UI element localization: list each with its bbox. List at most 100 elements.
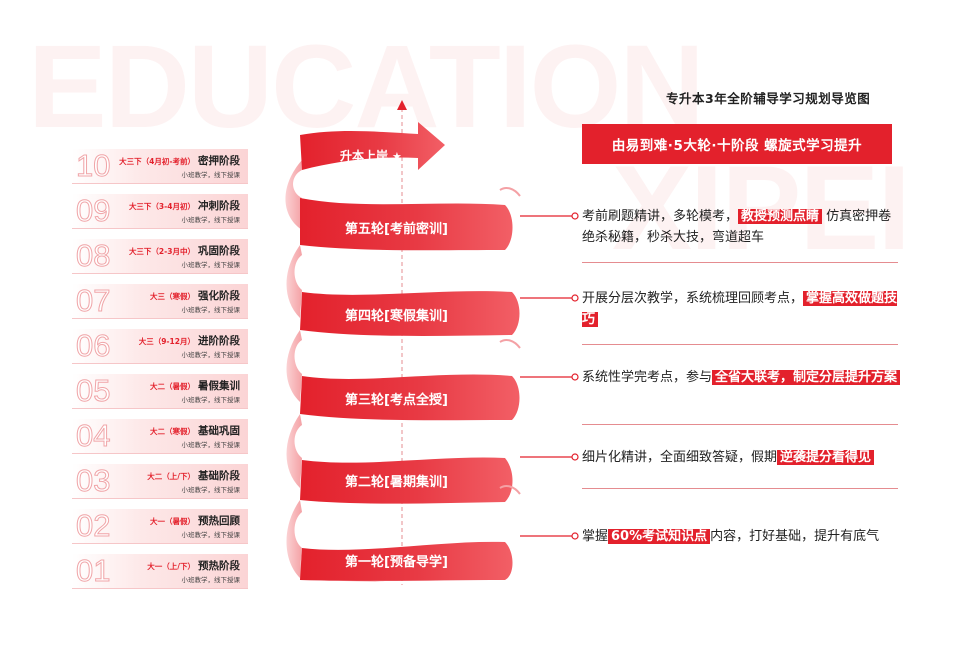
round-label-5: 第五轮[考前密训] [345,221,448,237]
stage-subtitle: 小班教学，线下授课 [181,171,241,179]
curve-arrow-icon [499,485,521,495]
curve-arrow-icon [499,339,521,349]
slogan-banner: 由易到难·5大轮·十阶段 螺旋式学习提升 [582,124,892,164]
round-band-5 [300,198,513,251]
desc-highlight: 教授预测点睛 [738,209,823,224]
round-desc-2: 细片化精讲，全面细致答疑，假期逆袭提分看得见 [582,447,902,468]
stage-period: 大三下（4月初-考前） [119,157,195,166]
stage-period: 大二（上/下） [147,472,195,481]
round-band-1 [300,541,513,581]
stage-period: 大三下（2-3月中） [128,247,195,256]
desc-highlight: 逆袭提分看得见 [777,450,875,465]
round-desc-5: 考前刷题精讲，多轮模考，教授预测点睛 仿真密押卷绝杀秘籍，秒杀大技，弯道超车 [582,206,902,248]
stage-title: 大二（上/下）基础阶段 [147,468,240,483]
stage-name: 进阶阶段 [198,335,240,347]
stage-period: 大三（9-12月） [138,337,195,346]
desc-text: 考前刷题精讲，多轮模考， [582,209,739,224]
divider [582,488,898,489]
connector-dot [571,373,579,381]
stage-title: 大二（寒假）基础巩固 [150,423,240,438]
stage-item-09: 09 大三下（3-4月初）冲刺阶段 小班教学，线下授课 [72,193,248,229]
connector-dot [571,212,579,220]
stage-item-05: 05 大二（暑假）暑假集训 小班教学，线下授课 [72,373,248,409]
stage-name: 基础巩固 [198,425,240,437]
desc-text: 内容，打好基础，提升有底气 [710,529,880,544]
stage-name: 暑假集训 [198,380,240,392]
stage-number: 06 [75,328,111,363]
stage-subtitle: 小班教学，线下授课 [181,531,241,539]
stage-item-02: 02 大一（暑假）预热回顾 小班教学，线下授课 [72,508,248,544]
stage-title: 大二（暑假）暑假集训 [150,378,240,393]
round-band-3 [300,374,520,421]
page-title: 专升本3年全阶辅导学习规划导览图 [666,91,871,106]
stage-name: 预热阶段 [198,560,240,572]
stage-subtitle: 小班教学，线下授课 [181,576,241,584]
round-label-1: 第一轮[预备导学] [345,554,448,570]
round-band-2 [300,457,513,504]
stage-subtitle: 小班教学，线下授课 [181,396,241,404]
curve-arrow-icons [499,187,521,495]
ribbon-back-segments [285,160,385,582]
desc-highlight: 60%考试知识点 [608,529,711,544]
watermark-xipei: XIPEI [612,141,911,275]
stage-period: 大一（暑假） [150,517,195,526]
stage-number: 09 [75,193,111,228]
stage-name: 强化阶段 [198,290,240,302]
round-desc-3: 系统性学完考点，参与全省大联考，制定分层提升方案 [582,367,902,388]
stage-period: 大一（上/下） [147,562,195,571]
stage-item-10: 10 大三下（4月初-考前）密押阶段 小班教学，线下授课 [72,148,248,184]
stage-number: 04 [75,418,111,453]
desc-text: 仿真密押卷绝杀秘籍，秒杀大技，弯道超车 [582,209,892,245]
divider [582,424,898,425]
stage-number: 08 [75,238,111,273]
desc-text: 掌握 [582,529,609,544]
stage-subtitle: 小班教学，线下授课 [181,486,241,494]
stage-number: 10 [75,148,111,183]
stage-title: 大三下（3-4月初）冲刺阶段 [129,198,240,213]
stage-name: 冲刺阶段 [198,200,240,212]
stage-name: 密押阶段 [198,155,240,167]
stage-title: 大一（暑假）预热回顾 [150,513,240,528]
stage-title: 大三（寒假）强化阶段 [150,288,240,303]
stage-number: 01 [75,553,111,588]
goal-arrow-band [300,122,445,170]
stage-number: 07 [75,283,111,318]
curve-arrow-icon [499,187,521,197]
stage-period: 大二（寒假） [150,427,195,436]
stage-item-06: 06 大三（9-12月）进阶阶段 小班教学，线下授课 [72,328,248,364]
desc-text: 细片化精讲，全面细致答疑，假期 [582,450,778,465]
connector-dot [571,453,579,461]
stage-period: 大三（寒假） [150,292,195,301]
stage-subtitle: 小班教学，线下授课 [181,441,241,449]
stage-name: 预热回顾 [198,515,240,527]
stage-subtitle: 小班教学，线下授课 [181,261,241,269]
connector-dot [571,294,579,302]
axis-arrow-icon [397,100,407,110]
stage-period: 大二（暑假） [150,382,195,391]
divider [582,344,898,345]
connectors [520,212,579,540]
stage-title: 大三（9-12月）进阶阶段 [139,333,240,348]
round-label-2: 第二轮[暑期集训] [345,474,448,490]
stage-name: 巩固阶段 [198,245,240,257]
desc-highlight: 全省大联考，制定分层提升方案 [712,370,901,385]
stage-subtitle: 小班教学，线下授课 [181,216,241,224]
stage-title: 大三下（2-3月中）巩固阶段 [129,243,240,258]
stage-item-04: 04 大二（寒假）基础巩固 小班教学，线下授课 [72,418,248,454]
connector-dot [571,532,579,540]
stage-period: 大三下（3-4月初） [128,202,195,211]
desc-text: 系统性学完考点，参与 [582,370,713,385]
stage-title: 大三下（4月初-考前）密押阶段 [119,153,240,168]
round-desc-4: 开展分层次教学，系统梳理回顾考点，掌握高效做题技巧 [582,288,902,330]
stage-name: 基础阶段 [198,470,240,482]
stage-title: 大一（上/下）预热阶段 [147,558,240,573]
round-band-4 [300,291,520,336]
stage-item-03: 03 大二（上/下）基础阶段 小班教学，线下授课 [72,463,248,499]
stage-item-01: 01 大一（上/下）预热阶段 小班教学，线下授课 [72,553,248,589]
round-label-4: 第四轮[寒假集训] [345,308,448,324]
stage-number: 02 [75,508,111,543]
goal-label: 升本上岸 [340,148,388,163]
stage-subtitle: 小班教学，线下授课 [181,351,241,359]
